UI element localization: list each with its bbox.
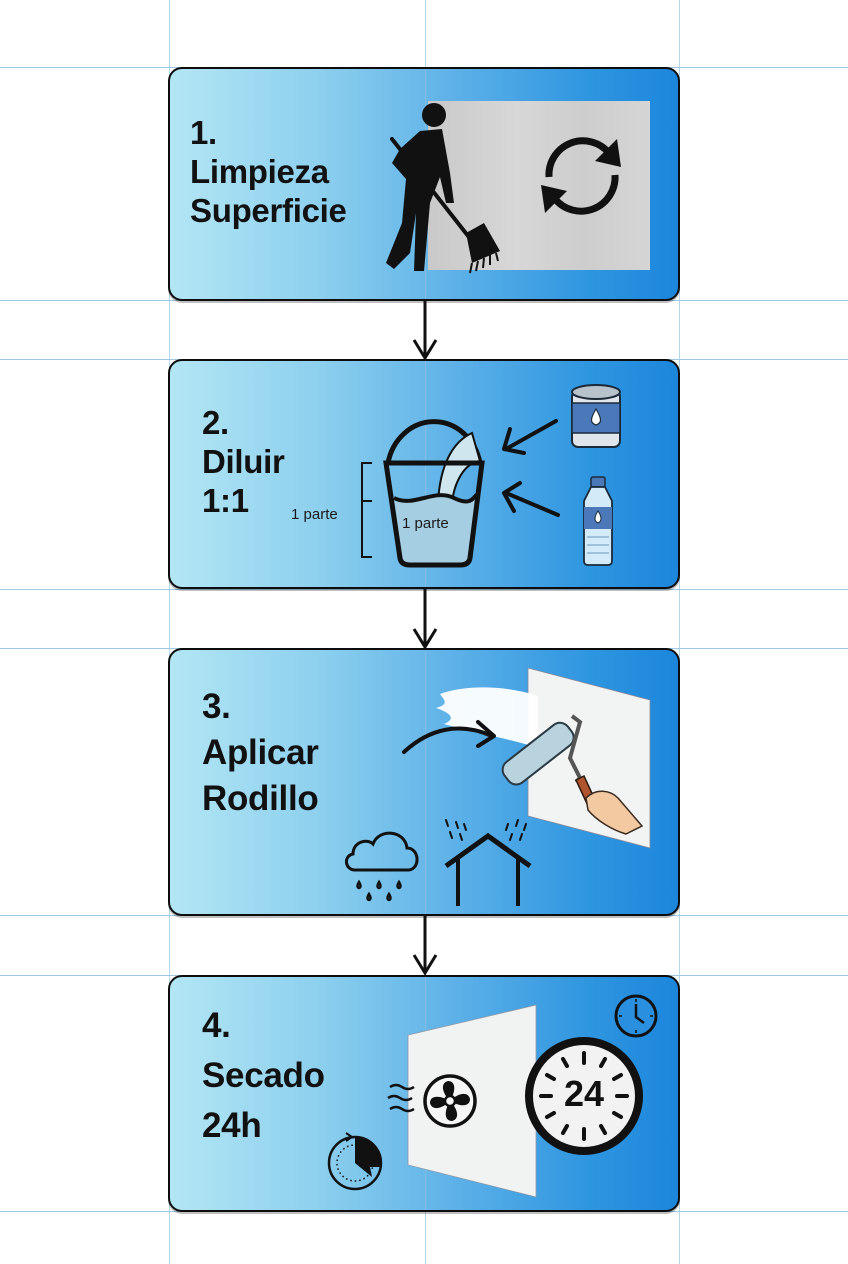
step-title-line1: Limpieza [190,153,329,190]
step-title-line1: Secado [202,1056,325,1095]
step-number: 4. [202,1006,231,1045]
wind-icon [387,1083,415,1113]
step-title: 1. Limpieza Superficie [190,113,347,230]
timer-value: 24 [563,1073,605,1114]
step-title: 2. Diluir 1:1 [202,403,285,520]
arrow-left-icon [502,419,558,455]
step-title-line1: Diluir [202,443,285,480]
arrow-down-icon [412,915,438,976]
step-title-line2: Superficie [190,192,347,229]
water-bottle-icon [583,476,613,566]
paint-roller-icon [501,714,644,835]
bucket-icon [383,419,485,568]
step-number: 2. [202,404,229,441]
rain-cloud-icon [345,831,419,902]
arrow-left-icon [502,481,560,517]
step-card-3: 3. Aplicar Rodillo [168,648,680,916]
fan-icon [423,1074,477,1128]
step-title: 4. Secado 24h [202,1001,325,1151]
timer-24-icon: 24 [525,1037,643,1155]
ratio-label-outside: 1 parte [291,506,338,523]
step-number: 3. [202,687,231,726]
bracket-icon [361,462,372,558]
grid-line-vertical [169,0,170,1264]
house-rain-icon [444,819,532,906]
arrow-down-icon [412,589,438,650]
ratio-label-inside: 1 parte [402,515,449,532]
grid-line-vertical [425,650,426,914]
arrow-down-icon [412,300,438,361]
step-title-line2: Rodillo [202,779,319,818]
step-card-1: 1. Limpieza Superficie [168,67,680,301]
step-title-line1: Aplicar [202,733,319,772]
step-title-line2: 24h [202,1106,262,1145]
grid-line-vertical [679,0,680,1264]
step-card-2: 2. Diluir 1:1 1 parte 1 parte [168,359,680,589]
timer-ticks [539,1051,629,1141]
step-card-4: 4. Secado 24h [168,975,680,1212]
paint-can-icon [571,384,621,448]
grid-line-vertical [425,361,426,587]
step-title: 3. Aplicar Rodillo [202,684,319,822]
progress-cycle-icon [327,1132,383,1191]
step-title-line2: 1:1 [202,482,249,519]
step-number: 1. [190,114,217,151]
person-sweeping-icon [386,103,500,274]
curved-arrow-icon [402,720,496,754]
clock-icon [614,994,658,1038]
refresh-cycle-icon [541,137,621,215]
